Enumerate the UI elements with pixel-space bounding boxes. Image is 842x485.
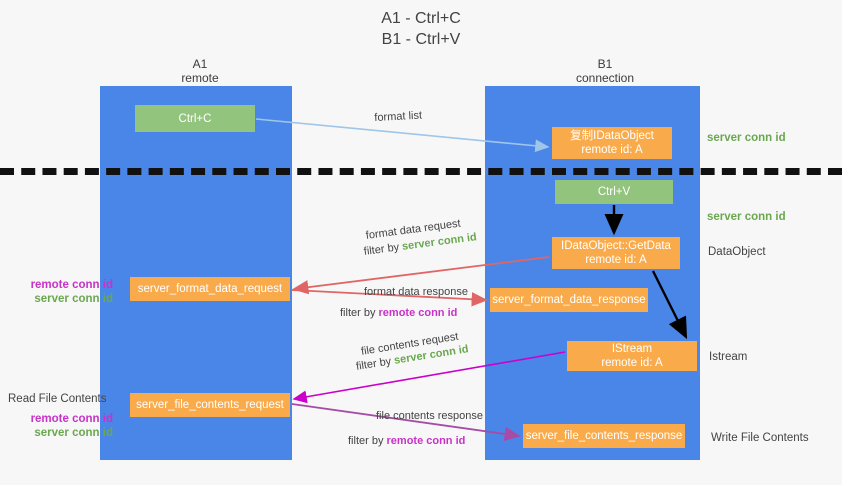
filter-prefix: filter by — [348, 435, 387, 447]
annotation-remote-conn-id-1: remote conn id — [30, 279, 113, 291]
filter-value-remote-conn-id: remote conn id — [378, 307, 458, 319]
annotation-server-conn-id-top: server conn id — [707, 132, 786, 144]
annotation-dataobject: DataObject — [708, 246, 766, 258]
column-a1-sub: remote — [181, 71, 219, 85]
node-ctrl-c-label: Ctrl+C — [178, 112, 212, 125]
node-ctrl-v[interactable]: Ctrl+V — [555, 180, 673, 204]
edge-label-format-list: format list — [374, 109, 423, 124]
column-b1-sub: connection — [575, 71, 635, 85]
annotation-server-conn-id-1: server conn id — [34, 293, 113, 305]
annotation-read-file-contents: Read File Contents — [8, 393, 107, 405]
column-b1-name: B1 — [597, 57, 613, 71]
node-server-format-data-request[interactable]: server_format_data_request — [130, 277, 290, 301]
title-line-1: A1 - Ctrl+C — [381, 10, 461, 27]
node-ctrl-c[interactable]: Ctrl+C — [135, 105, 255, 132]
edge-label-file-contents-response-filter: filter by remote conn id — [348, 434, 465, 448]
annotation-conn-id-pair-1: remote conn id server conn id — [8, 278, 113, 306]
phase-divider — [0, 168, 842, 175]
node-server-format-data-request-label: server_format_data_request — [137, 283, 283, 295]
annotation-server-conn-id-mid: server conn id — [707, 211, 786, 223]
annotation-conn-id-pair-2: remote conn id server conn id — [8, 412, 113, 440]
node-server-format-data-response-label: server_format_data_response — [492, 294, 646, 306]
node-idataobject[interactable]: 复制IDataObject remote id: A — [552, 127, 672, 159]
edge-label-format-data-response-filter: filter by remote conn id — [340, 306, 457, 320]
node-server-file-contents-request[interactable]: server_file_contents_request — [130, 393, 290, 417]
node-istream[interactable]: IStream remote id: A — [567, 341, 697, 371]
edge-label-file-contents-response: file contents response — [376, 410, 484, 422]
annotation-remote-conn-id-2: remote conn id — [30, 413, 113, 425]
edge-label-format-data-response: format data response — [364, 286, 468, 298]
filter-prefix: filter by — [340, 307, 379, 319]
node-getdata-line1: IDataObject::GetData — [561, 240, 671, 252]
node-server-file-contents-response[interactable]: server_file_contents_response — [523, 424, 685, 448]
annotation-write-file-contents: Write File Contents — [711, 432, 809, 444]
column-header-a1: A1 remote — [130, 57, 270, 85]
node-ctrl-v-label: Ctrl+V — [597, 186, 631, 198]
filter-value-remote-conn-id: remote conn id — [386, 435, 466, 447]
annotation-istream: Istream — [709, 351, 748, 363]
page-title: A1 - Ctrl+C B1 - Ctrl+V — [0, 8, 842, 50]
node-server-format-data-response[interactable]: server_format_data_response — [490, 288, 648, 312]
node-server-file-contents-request-label: server_file_contents_request — [136, 399, 284, 411]
node-server-file-contents-response-label: server_file_contents_response — [525, 430, 683, 442]
node-getdata-line2: remote id: A — [585, 254, 647, 266]
title-line-2: B1 - Ctrl+V — [381, 31, 461, 48]
annotation-server-conn-id-2: server conn id — [34, 427, 113, 439]
column-a1-name: A1 — [192, 57, 208, 71]
node-idataobject-line2: remote id: A — [581, 144, 643, 156]
node-idataobject-getdata[interactable]: IDataObject::GetData remote id: A — [552, 237, 680, 269]
node-istream-line2: remote id: A — [601, 357, 663, 369]
node-idataobject-line1: 复制IDataObject — [570, 130, 654, 142]
filter-prefix: filter by — [363, 240, 403, 258]
column-header-b1: B1 connection — [535, 57, 675, 85]
node-istream-line1: IStream — [611, 343, 653, 355]
